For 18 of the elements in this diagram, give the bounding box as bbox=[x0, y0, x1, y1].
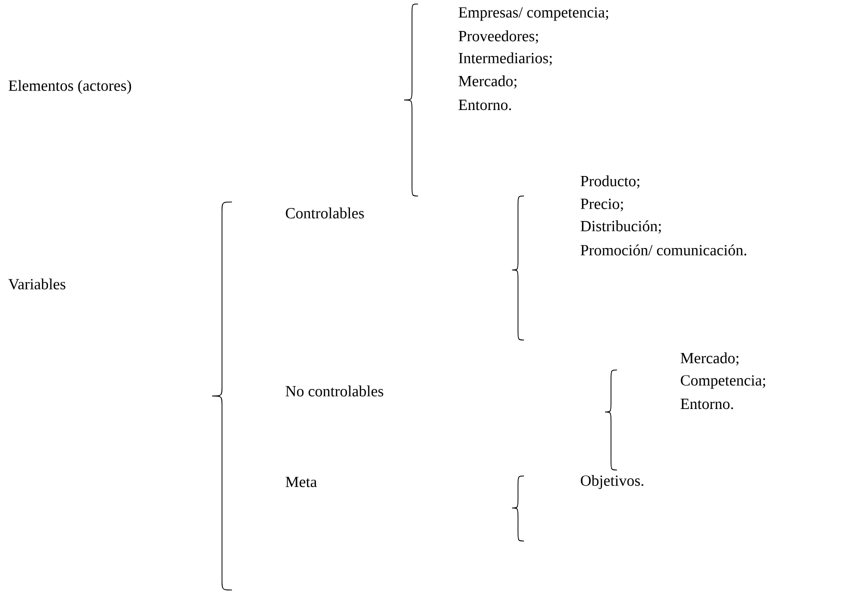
text-label: Promoción/ comunicación. bbox=[580, 244, 746, 256]
text-label: Controlables bbox=[286, 208, 364, 218]
text-label: Proveedores; bbox=[458, 30, 538, 44]
text-label: Mercado; bbox=[680, 352, 738, 366]
text-label: Competencia; bbox=[680, 375, 766, 389]
text-label: Distribución; bbox=[580, 220, 661, 234]
text-label: No controlables bbox=[286, 386, 384, 396]
text-label: Entorno. bbox=[458, 100, 511, 110]
text-label: Entorno. bbox=[680, 398, 733, 410]
text-label: Producto; bbox=[580, 175, 640, 189]
text-label: Precio; bbox=[580, 198, 623, 212]
text-label: Empresas/ competencia; bbox=[458, 7, 608, 21]
text-label: Variables bbox=[8, 278, 66, 290]
text-label: Intermediarios; bbox=[458, 52, 552, 66]
text-label: Objetivos. bbox=[580, 474, 644, 489]
text-label: Mercado; bbox=[458, 75, 516, 89]
text-label: Meta bbox=[286, 476, 317, 488]
text-label: Elementos (actores) bbox=[8, 80, 132, 94]
